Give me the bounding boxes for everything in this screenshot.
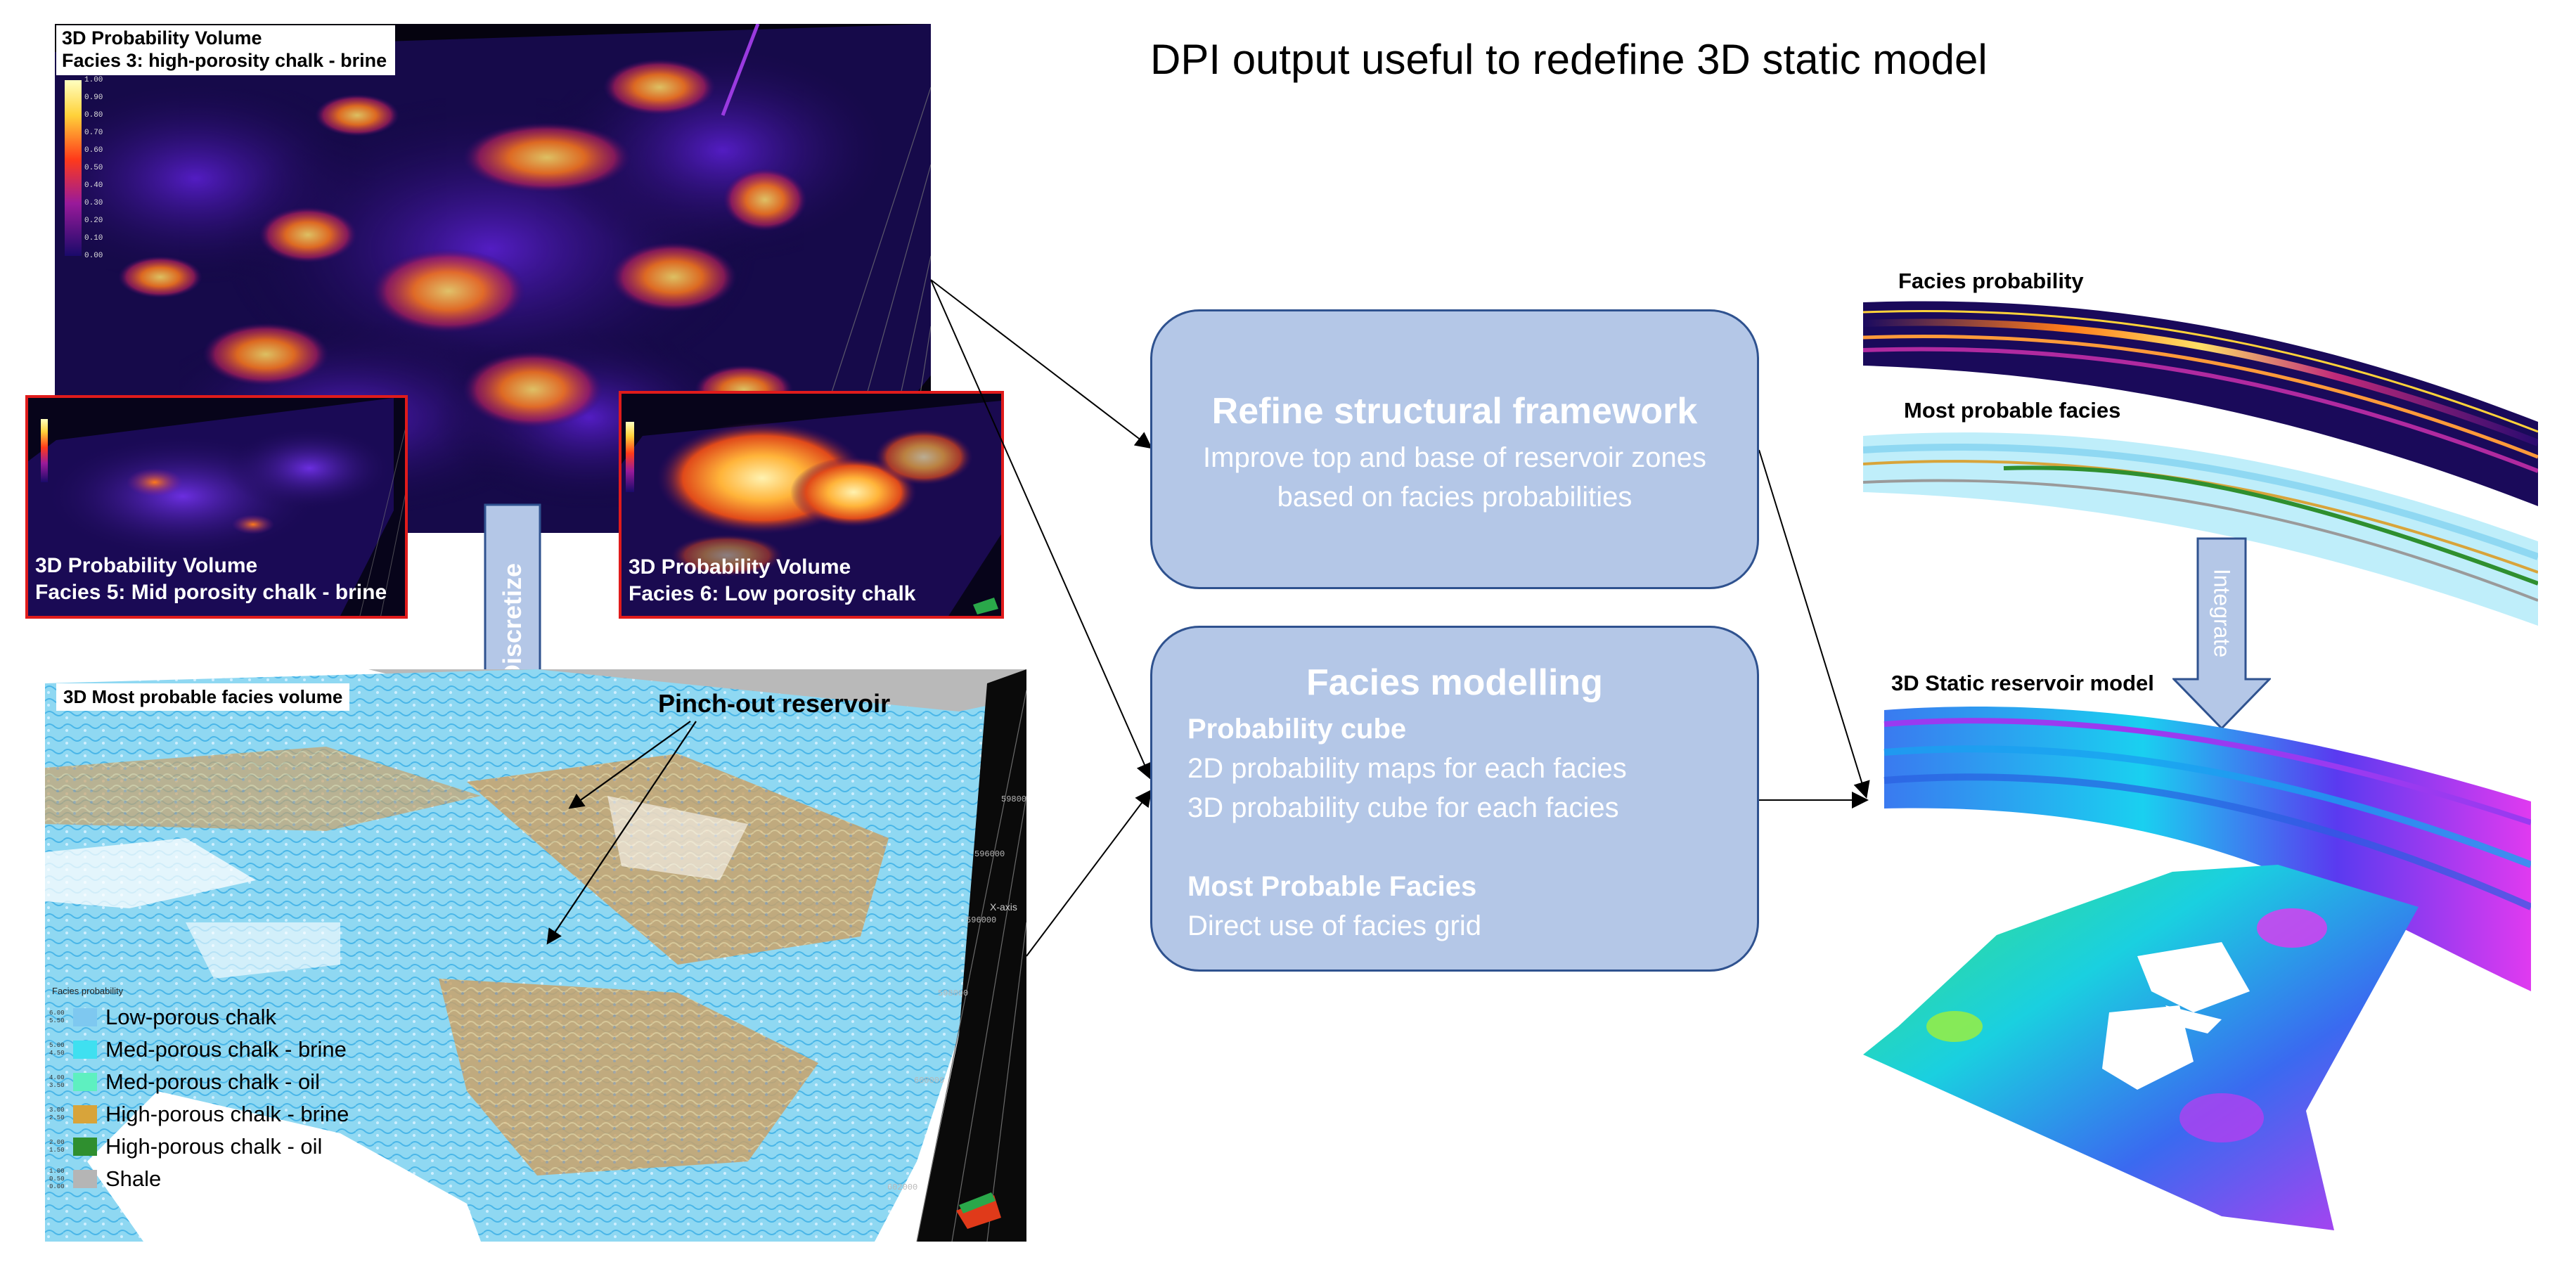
axis-tick: 598000 (938, 988, 969, 998)
legend-tick: 5.00 (49, 1042, 65, 1049)
legend-swatch (73, 1008, 97, 1026)
facies-probability-title: Facies probability (1898, 269, 2084, 293)
legend-label: High-porous chalk - brine (105, 1102, 349, 1126)
legend-tick: 2.50 (49, 1114, 65, 1121)
static-reservoir-model-image (1863, 707, 2531, 1230)
scale-tick: 0.70 (84, 129, 103, 137)
axis-tick: 600000 (914, 1076, 945, 1086)
scale-tick: 0.60 (84, 146, 103, 155)
facies3-label-box: 3D Probability Volume Facies 3: high-por… (56, 25, 396, 75)
facies3-scale-ticks: 1.00 0.90 0.80 0.70 0.60 0.50 0.40 0.30 0.20 0.10… (84, 76, 127, 260)
discretize-label: Discretize (498, 562, 527, 683)
facies5-label-line1: 3D Probability Volume (35, 554, 258, 577)
legend-swatch (73, 1041, 97, 1059)
legend-tick: 2.00 (49, 1139, 65, 1146)
structural-heading: Refine structural framework (1211, 391, 1698, 432)
facies-probability-section (1863, 301, 2538, 506)
most-probable-facies-title: Most probable facies (1904, 398, 2121, 423)
structural-line2: based on facies probabilities (1277, 482, 1632, 513)
axis-tick: 602000 (887, 1183, 918, 1192)
legend-tick: 3.00 (49, 1107, 65, 1114)
facies5-label-line2: Facies 5: Mid porosity chalk - brine (35, 580, 387, 604)
facies-modelling-card: Facies modelling Probability cube 2D pro… (1150, 626, 1759, 972)
legend-label: Med-porous chalk - brine (105, 1037, 347, 1062)
probability-cube-line1: 2D probability maps for each facies (1187, 753, 1627, 784)
legend-tick: 0.00 (49, 1183, 65, 1190)
legend-header: Facies probability (52, 986, 124, 996)
scale-tick: 0.10 (84, 234, 103, 243)
legend-tick: 4.50 (49, 1050, 65, 1057)
legend-tick: 6.00 (49, 1010, 65, 1017)
scale-tick: 1.00 (84, 76, 103, 84)
legend-label: High-porous chalk - oil (105, 1134, 323, 1159)
facies-modelling-heading: Facies modelling (1306, 662, 1603, 703)
legend-swatch (73, 1170, 97, 1188)
legend-tick: 5.50 (49, 1017, 65, 1024)
pinch-out-annotation: Pinch-out reservoir (658, 689, 891, 718)
legend-swatch (73, 1105, 97, 1123)
facies5-probability-panel: 3D Probability Volume Facies 5: Mid poro… (25, 395, 408, 619)
facies3-label-line2: Facies 3: high-porosity chalk - brine (62, 50, 387, 72)
scale-tick: 0.30 (84, 199, 103, 207)
integrate-arrow-shape (2171, 537, 2272, 730)
facies5-volume-image (28, 398, 405, 616)
scale-tick: 0.50 (84, 164, 103, 172)
legend-label: Low-porous chalk (105, 1005, 276, 1029)
facies6-label-line1: 3D Probability Volume (629, 555, 851, 579)
most-probable-title: 3D Most probable facies volume (56, 683, 350, 711)
most-probable-facies-section (1863, 432, 2538, 626)
facies6-probability-panel: 3D Probability Volume Facies 6: Low poro… (619, 391, 1004, 619)
pinch-out-pointer-lines (546, 721, 697, 945)
legend-label: Shale (105, 1166, 162, 1191)
legend-swatch (73, 1138, 97, 1156)
facies6-volume-image (622, 401, 1001, 616)
x-axis-label: X-axis (990, 901, 1017, 913)
legend-tick: 3.50 (49, 1082, 65, 1089)
scale-tick: 0.90 (84, 94, 103, 102)
legend-tick: 1.00 (49, 1167, 65, 1175)
refine-structural-framework-card: Refine structural framework Improve top … (1150, 309, 1759, 589)
legend-tick: 1.50 (49, 1147, 65, 1154)
axis-tick: 596000 (966, 915, 997, 925)
most-probable-facies-line1: Direct use of facies grid (1187, 910, 1481, 941)
scale-tick: 0.80 (84, 111, 103, 120)
facies5-label: 3D Probability Volume Facies 5: Mid poro… (35, 553, 387, 605)
facies6-label-line2: Facies 6: Low porosity chalk (629, 581, 916, 605)
scale-tick: 0.40 (84, 181, 103, 190)
integrate-arrow: Integrate (2171, 537, 2272, 731)
facies6-label: 3D Probability Volume Facies 6: Low poro… (629, 554, 915, 607)
integrate-label: Integrate (2209, 568, 2235, 658)
most-probable-facies-subheading: Most Probable Facies (1187, 871, 1477, 902)
structural-line1: Improve top and base of reservoir zones (1203, 442, 1706, 473)
axis-tick: 596000 (974, 849, 1005, 859)
legend-label: Med-porous chalk - oil (105, 1069, 320, 1094)
probability-cube-line2: 3D probability cube for each facies (1187, 792, 1619, 823)
scale-tick: 0.20 (84, 217, 103, 225)
most-probable-facies-panel: 3D Most probable facies volume Pinch-out… (45, 669, 1026, 1242)
most-probable-facies-image (45, 669, 1026, 1242)
probability-cube-subheading: Probability cube (1187, 714, 1407, 745)
static-model-title: 3D Static reservoir model (1891, 671, 2154, 695)
facies3-label-line1: 3D Probability Volume (62, 27, 262, 49)
axis-tick: 598000 (1001, 794, 1026, 804)
legend-swatch (73, 1073, 97, 1091)
legend-tick: 0.50 (49, 1175, 65, 1183)
page-title: DPI output useful to redefine 3D static … (1150, 36, 1988, 83)
legend-tick: 4.00 (49, 1074, 65, 1081)
scale-tick: 0.00 (84, 252, 103, 260)
